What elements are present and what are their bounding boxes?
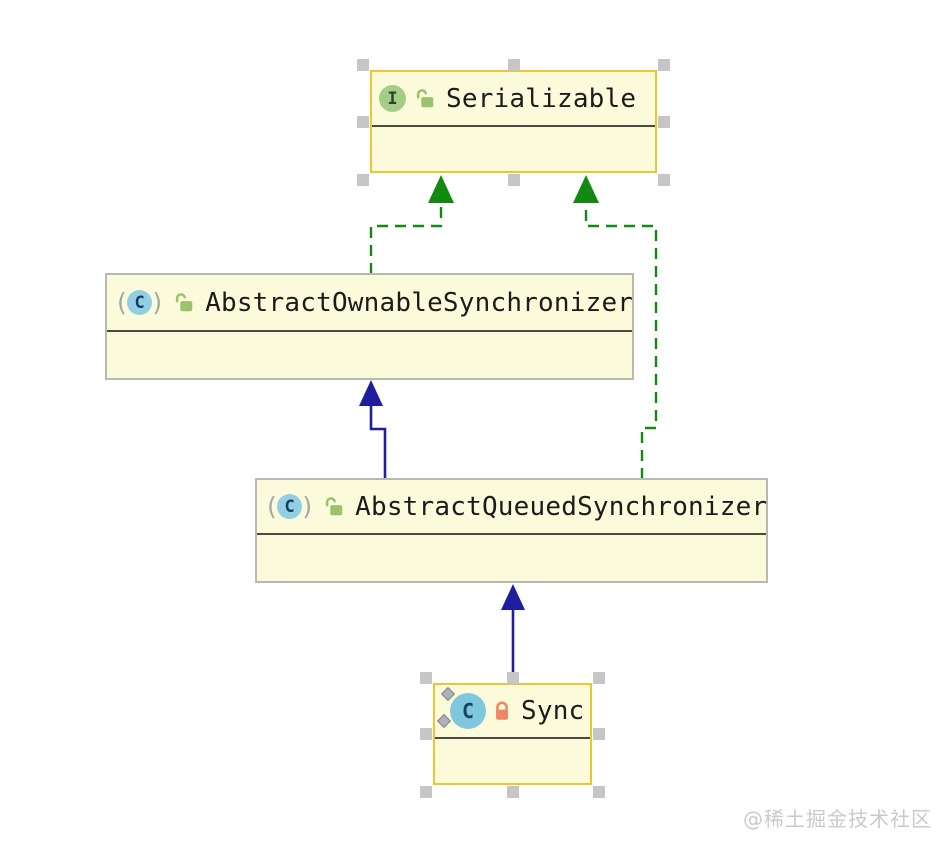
extends-arrowhead-icon [501,584,525,610]
edge-implements-aos-to-serializable[interactable] [369,175,454,274]
static-class-icon: C [436,686,487,734]
selection-handle-top-right[interactable] [593,672,605,684]
selection-handle-bottom-center[interactable] [507,174,520,186]
interface-icon: I [379,85,406,112]
class-name-label: Sync [521,696,585,726]
class-node-sync[interactable]: C Sync [420,672,605,798]
extends-edge-line[interactable] [369,403,387,479]
extends-arrowhead-icon [359,380,383,406]
node-header: C Sync [435,685,590,739]
class-name-label: AbstractOwnableSynchronizer [205,287,634,318]
class-node-abstract-queued-synchronizer[interactable]: ( C ) AbstractQueuedSynchronizer [255,478,768,583]
private-locked-icon [491,700,513,722]
selection-handle-top-right[interactable] [658,59,670,71]
node-header: I Serializable [372,72,655,127]
selection-handle-bottom-left[interactable] [357,174,369,186]
selection-handle-bottom-left[interactable] [420,786,432,798]
public-unlocked-icon [173,292,195,314]
selection-handle-top-left[interactable] [357,59,369,71]
static-marker-icon [436,713,452,729]
implements-edge-line[interactable] [369,201,443,274]
selection-handle-top-center[interactable] [506,672,519,684]
selection-handle-mid-left[interactable] [357,115,369,128]
edge-implements-aqs-to-serializable[interactable] [573,175,658,479]
implements-edge-line[interactable] [584,201,658,479]
selection-handle-mid-left[interactable] [420,728,432,740]
selection-handle-mid-right[interactable] [658,115,670,128]
selection-handle-top-center[interactable] [507,59,520,71]
class-node-abstract-ownable-synchronizer[interactable]: ( C ) AbstractOwnableSynchronizer [105,273,634,380]
watermark-text: @稀土掘金技术社区 [743,807,932,831]
implements-arrowhead-icon [573,175,599,203]
abstract-class-icon: ( C ) [114,288,166,317]
abstract-class-icon: ( C ) [264,492,316,521]
selection-handle-mid-right[interactable] [593,728,605,740]
node-header: ( C ) AbstractQueuedSynchronizer [257,480,768,535]
selection-handle-bottom-right[interactable] [593,786,605,798]
selection-handle-bottom-right[interactable] [658,174,670,186]
edge-extends-sync-to-aqs[interactable] [501,584,525,684]
selection-handle-top-left[interactable] [420,672,432,684]
selection-handle-bottom-center[interactable] [506,786,519,798]
class-name-label: AbstractQueuedSynchronizer [355,491,768,522]
implements-arrowhead-icon [428,175,454,203]
public-unlocked-icon [414,88,436,110]
class-name-label: Serializable [446,83,637,114]
public-unlocked-icon [323,496,345,518]
class-node-serializable[interactable]: I Serializable [357,59,670,186]
node-header: ( C ) AbstractOwnableSynchronizer [107,275,634,332]
edge-extends-aqs-to-aos[interactable] [359,380,387,479]
